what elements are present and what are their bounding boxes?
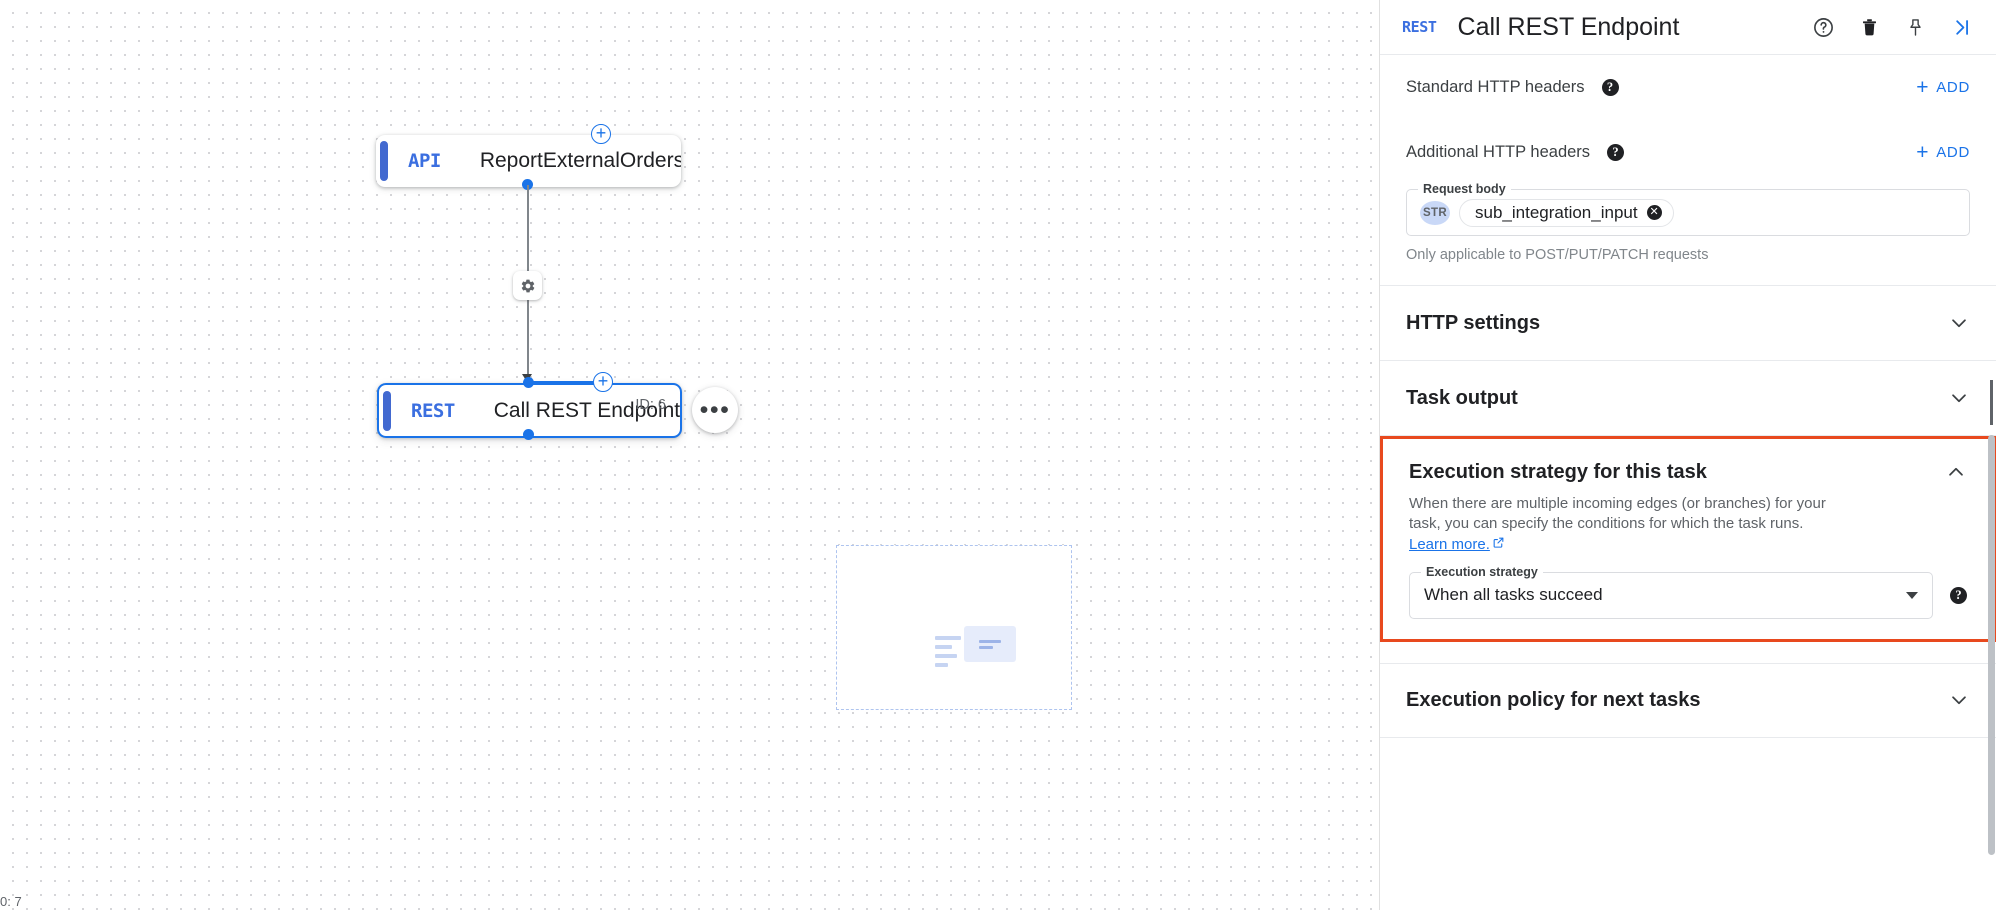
panel-scrollbar[interactable]: [1988, 55, 1996, 910]
plus-icon: +: [1916, 76, 1930, 99]
node-type-label: API: [408, 150, 441, 172]
section-task-output[interactable]: Task output: [1380, 361, 1996, 436]
panel-body[interactable]: Standard HTTP headers ? + ADD Additional…: [1380, 55, 1996, 910]
plus-icon: +: [1916, 141, 1930, 164]
external-link-icon[interactable]: [1492, 535, 1505, 555]
add-standard-header-label: ADD: [1936, 79, 1970, 96]
panel-header: REST Call REST Endpoint: [1380, 0, 1996, 55]
request-body-field-wrap: Request body STR sub_integration_input ✕: [1380, 182, 1996, 236]
chevron-down-icon[interactable]: [1948, 312, 1970, 334]
gear-icon[interactable]: [513, 271, 542, 300]
request-body-type-chip: STR: [1420, 200, 1450, 225]
close-icon[interactable]: ✕: [1646, 205, 1662, 220]
canvas-zoom-indicator: 0: 7: [0, 894, 22, 909]
section-execution-strategy-title: Execution strategy for this task: [1409, 461, 1707, 483]
node-rest-input-port[interactable]: [523, 377, 534, 388]
trash-icon[interactable]: [1852, 10, 1886, 44]
section-http-settings-title: HTTP settings: [1406, 311, 1541, 334]
pin-icon[interactable]: [1898, 10, 1932, 44]
execution-strategy-field-label: Execution strategy: [1421, 564, 1543, 579]
divider: [1380, 285, 1996, 286]
execution-strategy-field-wrap: Execution strategy When all tasks succee…: [1383, 555, 1993, 639]
request-body-input[interactable]: Request body STR sub_integration_input ✕: [1406, 182, 1970, 236]
node-accent-bar: [380, 141, 388, 181]
request-body-value-label: sub_integration_input: [1475, 202, 1638, 222]
section-http-settings[interactable]: HTTP settings: [1380, 286, 1996, 361]
request-body-hint: Only applicable to POST/PUT/PATCH reques…: [1406, 247, 1709, 263]
node-rest-output-port[interactable]: [523, 429, 534, 440]
help-icon[interactable]: ?: [1607, 144, 1625, 161]
panel-type-badge: REST: [1402, 18, 1437, 36]
add-standard-header-button[interactable]: + ADD: [1916, 77, 1970, 98]
workflow-node-rest[interactable]: REST Call REST Endpoint ID: 6: [377, 383, 682, 438]
node-accent-bar: [383, 390, 391, 431]
request-body-legend: Request body: [1418, 182, 1511, 196]
collapse-panel-icon[interactable]: [1944, 10, 1978, 44]
standard-http-headers-row: Standard HTTP headers ? + ADD: [1380, 55, 1996, 120]
canvas-preview-panel[interactable]: [836, 545, 1072, 710]
section-execution-strategy-header[interactable]: Execution strategy for this task: [1383, 439, 1993, 484]
help-icon[interactable]: ?: [1601, 79, 1619, 96]
node-api-output-port[interactable]: [522, 179, 533, 190]
preview-card: [964, 626, 1016, 662]
node-id-badge: ID: 6: [635, 397, 666, 413]
page-title: Call REST Endpoint: [1457, 12, 1680, 41]
add-node-after-rest-button[interactable]: [593, 372, 613, 392]
preview-bars: [935, 636, 961, 672]
workflow-node-api[interactable]: API ReportExternalOrders: [376, 135, 681, 187]
help-icon[interactable]: ?: [1950, 586, 1967, 604]
scrollbar-tick: [1990, 380, 1993, 425]
node-title-label: Call REST Endpoint: [493, 398, 680, 422]
learn-more-link[interactable]: Learn more.: [1409, 535, 1490, 553]
task-config-panel: REST Call REST Endpoint: [1379, 0, 1996, 910]
request-body-value-chip[interactable]: sub_integration_input ✕: [1459, 198, 1674, 227]
help-circle-icon[interactable]: [1806, 10, 1840, 44]
add-additional-header-label: ADD: [1936, 144, 1970, 161]
add-node-after-api-button[interactable]: [591, 124, 611, 144]
execution-strategy-select[interactable]: Execution strategy When all tasks succee…: [1409, 564, 1933, 619]
chevron-up-icon[interactable]: [1945, 461, 1967, 483]
execution-strategy-highlight: Execution strategy for this task When th…: [1380, 436, 1996, 642]
scrollbar-thumb[interactable]: [1988, 435, 1995, 855]
standard-http-headers-label: Standard HTTP headers: [1406, 78, 1585, 96]
node-overflow-menu-button[interactable]: •••: [692, 387, 738, 433]
workflow-canvas[interactable]: API ReportExternalOrders REST Call REST …: [0, 0, 1379, 910]
section-execution-policy[interactable]: Execution policy for next tasks: [1380, 662, 1996, 738]
chevron-down-icon[interactable]: [1906, 591, 1918, 599]
node-title-label: ReportExternalOrders: [479, 149, 681, 172]
chevron-down-icon[interactable]: [1948, 387, 1970, 409]
node-type-label: REST: [411, 399, 455, 422]
execution-strategy-desc-line1: When there are multiple incoming edges (…: [1409, 495, 1826, 533]
section-execution-policy-title: Execution policy for next tasks: [1406, 688, 1701, 711]
section-task-output-title: Task output: [1406, 386, 1518, 409]
execution-strategy-desc-line2: you can specify the conditions for which…: [1444, 515, 1804, 533]
node-rest-top-connector: [529, 381, 593, 384]
add-additional-header-button[interactable]: + ADD: [1916, 142, 1970, 163]
additional-http-headers-row: Additional HTTP headers ? + ADD: [1380, 120, 1996, 185]
execution-strategy-description: When there are multiple incoming edges (…: [1383, 484, 1853, 555]
execution-strategy-selected-value: When all tasks succeed: [1424, 585, 1603, 605]
chevron-down-icon[interactable]: [1948, 689, 1970, 711]
additional-http-headers-label: Additional HTTP headers: [1406, 143, 1591, 161]
